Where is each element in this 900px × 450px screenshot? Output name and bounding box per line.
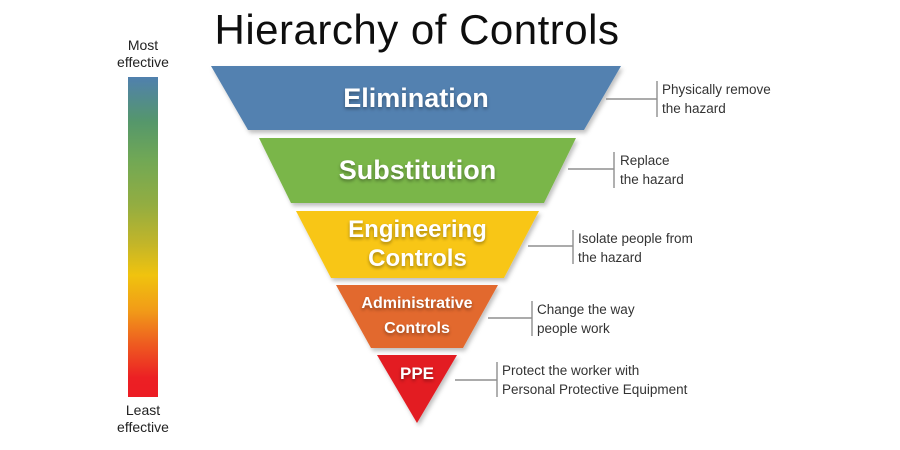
scale-most-effective-label: Most effective	[117, 37, 169, 70]
connector-administrative-controls	[488, 301, 533, 336]
effectiveness-gradient-bar	[128, 77, 158, 397]
level-shape-elimination	[211, 66, 621, 130]
annotation-ppe: Protect the worker with Personal Protect…	[502, 363, 688, 397]
annotation-connectors	[455, 81, 658, 397]
level-shape-administrative-controls	[336, 285, 498, 348]
annotation-administrative-controls: Change the way people work	[537, 302, 635, 336]
connector-engineering-controls	[528, 230, 574, 264]
annotation-elimination: Physically remove the hazard	[662, 82, 771, 116]
scale-least-effective-label: Least effective	[117, 402, 169, 435]
level-shape-substitution	[259, 138, 576, 203]
level-shape-ppe	[377, 355, 457, 423]
page-title: Hierarchy of Controls	[214, 6, 620, 53]
level-shape-engineering-controls	[296, 211, 539, 278]
annotation-substitution: Replace the hazard	[620, 153, 684, 187]
connector-elimination	[606, 81, 658, 117]
connector-substitution	[568, 152, 615, 188]
annotation-engineering-controls: Isolate people from the hazard	[578, 231, 693, 265]
connector-ppe	[455, 362, 498, 397]
